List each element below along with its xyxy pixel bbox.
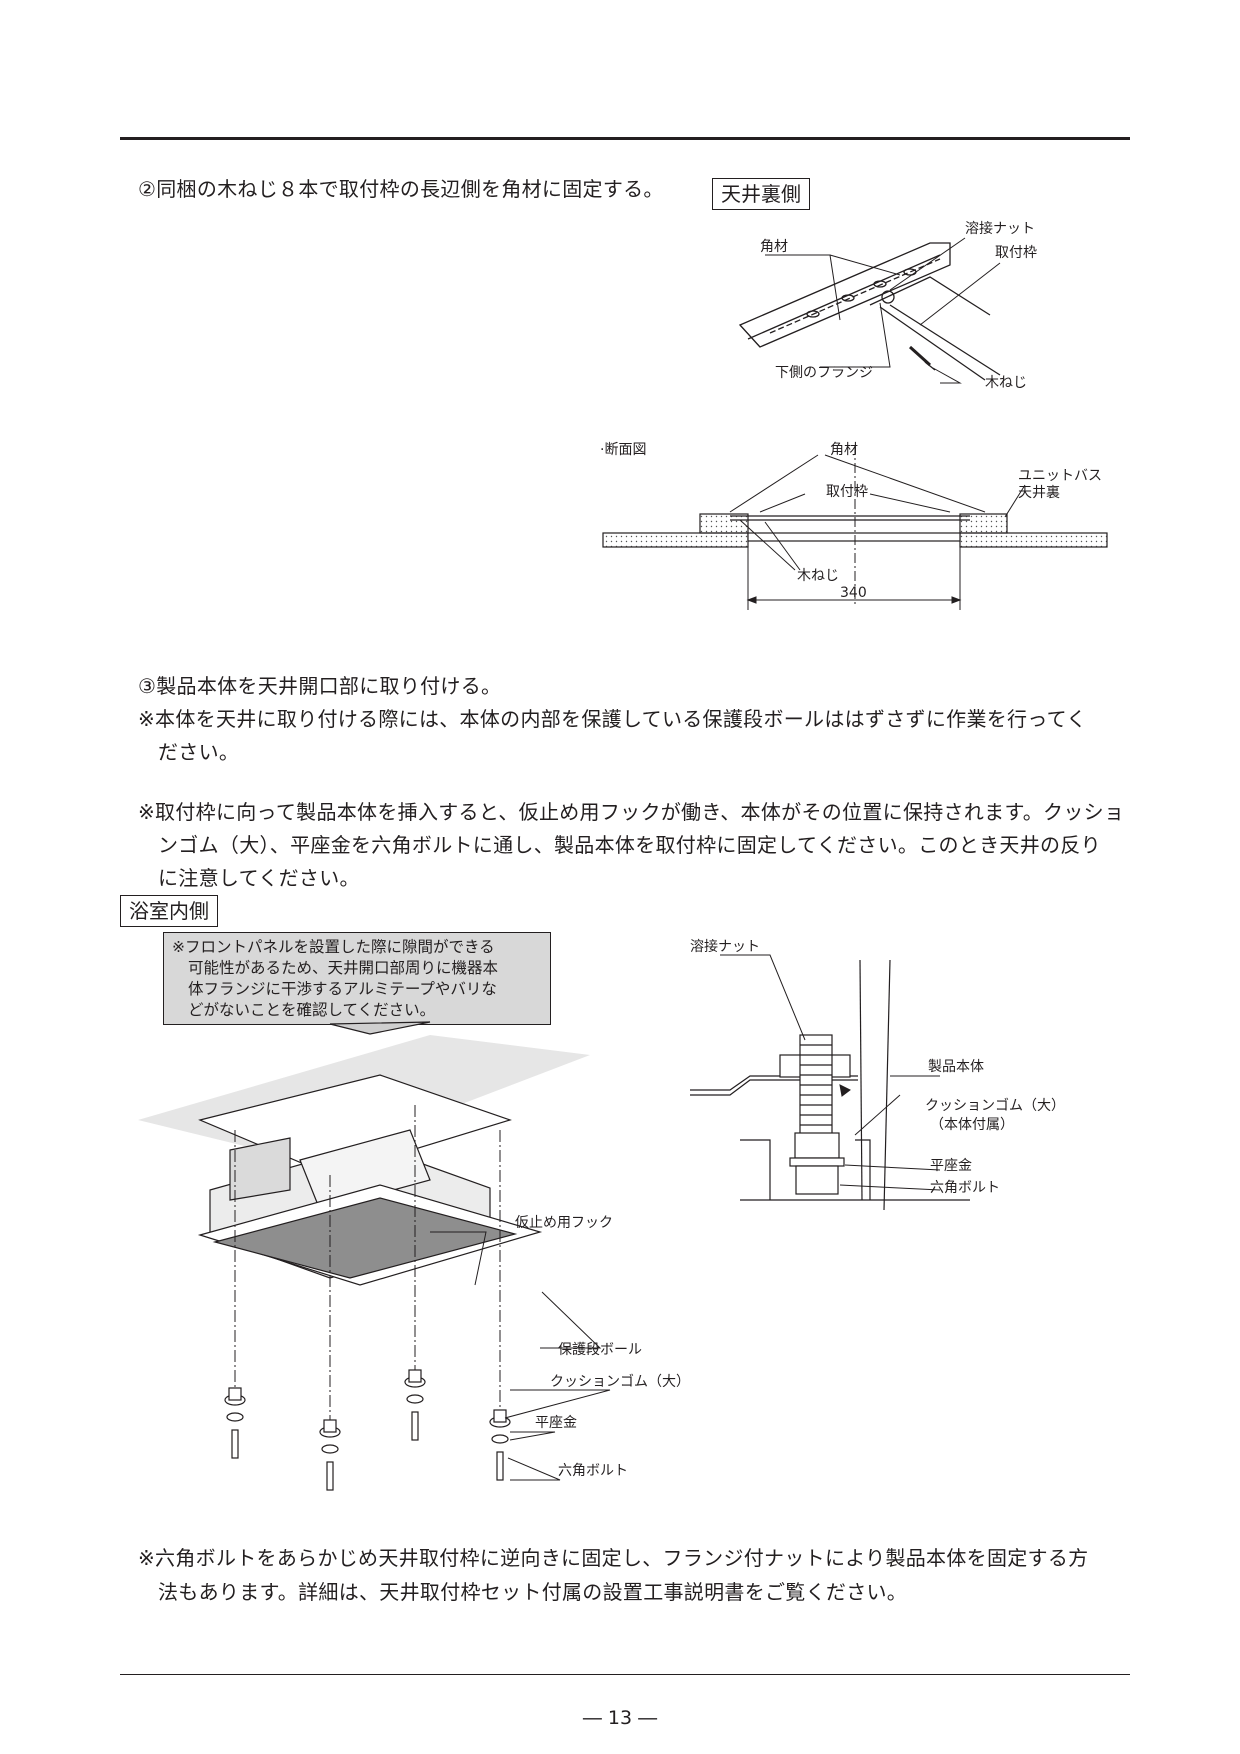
installation-exploded-figure: 仮止め用フック 保護段ボール クッションゴム（大） 平座金 六角ボルト xyxy=(138,1021,690,1491)
weld-nut-label: 溶接ナット xyxy=(965,220,1035,237)
hook-label: 仮止め用フック xyxy=(515,1215,613,1231)
ceiling-back-label: 天井裏側 xyxy=(712,178,810,210)
note1-line2: ださい。 xyxy=(158,740,240,764)
section-frame-label: 取付枠 xyxy=(826,484,868,500)
mounting-frame-label: 取付枠 xyxy=(995,245,1037,261)
fastener-detail-figure: 溶接ナット 製品本体 クッションゴム（大） （本体付属） 平座金 六角ボルト xyxy=(690,938,1065,1211)
note2-line2: ンゴム（大）、平座金を六角ボルトに通し、製品本体を取付枠に固定してください。この… xyxy=(158,833,1101,857)
page-number: ― 13 ― xyxy=(582,1707,658,1729)
unit-bath-label-1: ユニットバス xyxy=(1018,468,1102,484)
caution-callout: ※フロントパネルを設置した際に隙間ができる 可能性があるため、天井開口部周りに機… xyxy=(163,932,551,1025)
callout-line1: ※フロントパネルを設置した際に隙間ができる xyxy=(172,938,495,956)
bathroom-side-label: 浴室内側 xyxy=(120,895,218,927)
frame-fixing-figure: 角材 溶接ナット 取付枠 下側のフランジ 木ねじ xyxy=(738,220,1037,391)
section-kakuzai-label: 角材 xyxy=(830,442,858,458)
callout-line2: 可能性があるため、天井開口部周りに機器本 xyxy=(188,959,499,977)
detail-bolt-label: 六角ボルト xyxy=(930,1180,1000,1196)
note1-line1: ※本体を天井に取り付ける際には、本体の内部を保護している保護段ボールははずさずに… xyxy=(138,707,1087,731)
cushion-label: クッションゴム（大） xyxy=(550,1373,690,1390)
section-title: ·断面図 xyxy=(600,442,646,458)
step2-instruction: ②同梱の木ねじ８本で取付枠の長辺側を角材に固定する。 xyxy=(138,177,664,201)
note2-line1: ※取付枠に向って製品本体を挿入すると、仮止め用フックが働き、本体がその位置に保持… xyxy=(138,800,1125,824)
step3-instruction: ③製品本体を天井開口部に取り付ける。 xyxy=(138,674,502,698)
bottom-rule xyxy=(120,1674,1130,1675)
cardboard-label: 保護段ボール xyxy=(558,1342,642,1358)
product-body-label: 製品本体 xyxy=(928,1059,984,1075)
detail-washer-label: 平座金 xyxy=(930,1158,972,1174)
top-rule xyxy=(120,137,1130,140)
detail-cushion-label-1: クッションゴム（大） xyxy=(925,1097,1065,1114)
unit-bath-label-2: 天井裏 xyxy=(1018,484,1060,501)
kakuzai-label: 角材 xyxy=(760,239,788,255)
detail-cushion-label-2: （本体付属） xyxy=(930,1117,1014,1133)
callout-line3: 体フランジに干渉するアルミテープやバリな xyxy=(188,980,497,998)
cross-section-figure: ·断面図 角材 取付枠 ユニットバス 天井裏 木ねじ 340 xyxy=(600,442,1108,610)
detail-weld-nut-label: 溶接ナット xyxy=(690,938,760,955)
bolt-label: 六角ボルト xyxy=(558,1463,628,1479)
lower-flange-label: 下側のフランジ xyxy=(775,365,873,381)
bottom-note-line1: ※六角ボルトをあらかじめ天井取付枠に逆向きに固定し、フランジ付ナットにより製品本… xyxy=(138,1546,1089,1570)
note2-line3: に注意してください。 xyxy=(158,866,360,890)
callout-line4: どがないことを確認してください。 xyxy=(188,1001,436,1019)
wood-screw-label: 木ねじ xyxy=(985,375,1027,391)
dimension-340: 340 xyxy=(840,585,867,601)
washer-label: 平座金 xyxy=(535,1415,577,1431)
section-screw-label: 木ねじ xyxy=(797,568,839,584)
bottom-note-line2: 法もあります。詳細は、天井取付枠セット付属の設置工事説明書をご覧ください。 xyxy=(158,1580,908,1604)
